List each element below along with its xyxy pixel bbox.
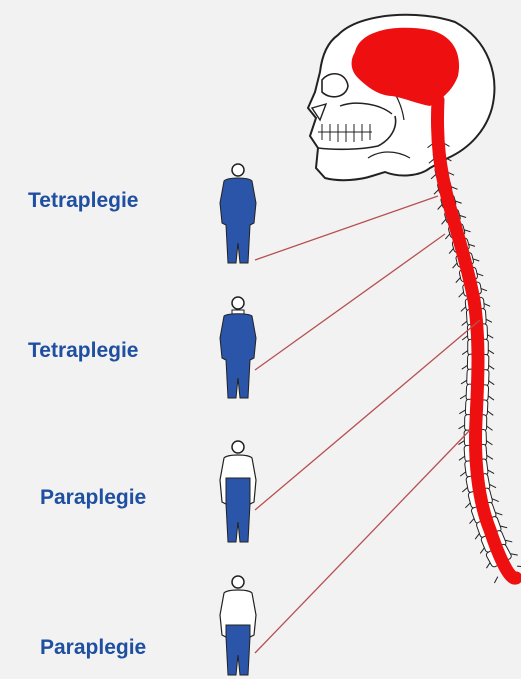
injury-label-2: Tetraplegie [28, 339, 138, 363]
injury-label-1: Tetraplegie [28, 189, 138, 213]
skull [308, 15, 494, 180]
connector-line-1 [255, 196, 438, 260]
person-figure-1 [220, 164, 256, 263]
connector-line-4 [255, 430, 470, 653]
person-figure-2 [220, 297, 256, 398]
person-figure-3 [220, 441, 256, 542]
connector-line-2 [255, 234, 445, 370]
injury-label-3: Paraplegie [40, 486, 146, 510]
person-figure-4 [220, 576, 256, 675]
connector-line-3 [255, 320, 480, 510]
spinal-cord [437, 100, 516, 578]
injury-label-4: Paraplegie [40, 636, 146, 660]
